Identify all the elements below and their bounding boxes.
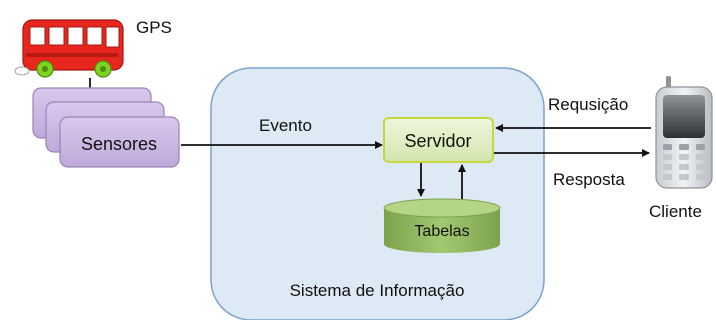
- server-box: [383, 117, 494, 163]
- gps-label: GPS: [136, 18, 172, 37]
- response-label: Resposta: [553, 170, 625, 189]
- event-label: Evento: [259, 116, 312, 135]
- sensors-box: [59, 116, 180, 168]
- sensors-stack: [32, 87, 180, 168]
- server-label: Servidor: [404, 131, 471, 151]
- client-label: Cliente: [649, 202, 702, 221]
- sensors-label: Sensores: [81, 134, 157, 154]
- cellphone-icon: [655, 76, 713, 189]
- request-label: Requsição: [548, 95, 628, 114]
- tables-cylinder: [383, 198, 501, 253]
- bus-icon: [14, 19, 124, 78]
- tables-label: Tabelas: [414, 223, 469, 240]
- information-system-label: Sistema de Informação: [290, 281, 465, 300]
